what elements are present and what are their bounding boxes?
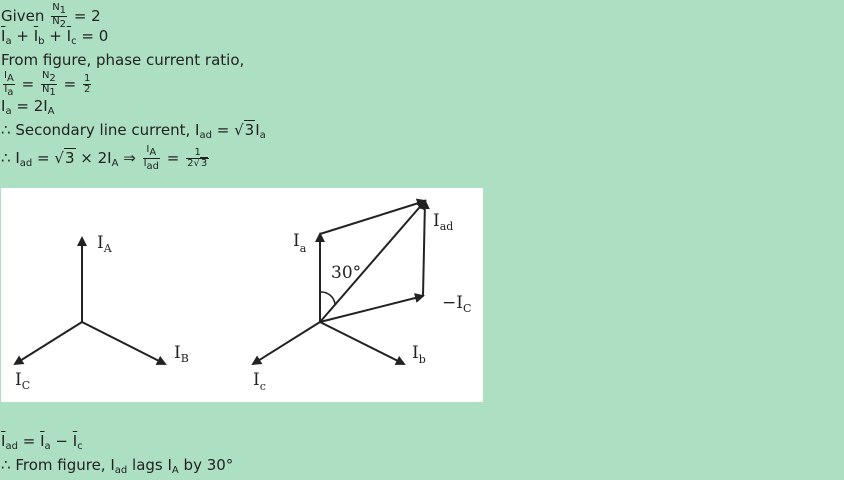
angle-arc (319, 291, 336, 305)
iad-vector-equation: Iad = Ia − Ic (1, 432, 83, 452)
phasor-IB (81, 321, 167, 365)
label-IA: IA (97, 233, 113, 255)
given-line: Given N1 N2 = 2 (1, 2, 101, 30)
label-Ib: Ib (412, 343, 426, 366)
phasor-IC (13, 321, 83, 366)
phase-ratio-text: From figure, phase current ratio, (1, 51, 245, 69)
label-IB: IB (174, 343, 189, 365)
label-IC: IC (15, 370, 30, 392)
phasor-Iad (319, 199, 427, 323)
label-minus-IC: −IC (442, 293, 471, 315)
phasor-svg: IA IB IC Ia Ib Ic Iad −IC 30° (13, 198, 471, 393)
turns-ratio-fraction: N1 N2 (51, 2, 68, 30)
phasor-Ib (319, 321, 406, 365)
iad-equation: ∴ Iad = √3 × 2IA ⇒ IA Iad = 1 2√3 (1, 144, 210, 172)
label-Ia: Ia (293, 231, 307, 255)
label-Iad: Iad (433, 211, 453, 233)
current-sum-line: Ia + Ib + Ic = 0 (1, 27, 109, 47)
ia-to-iad-line (319, 198, 427, 235)
ratio-equation: IA Ia = N2 N1 = 1 2 (3, 70, 92, 98)
secondary-line-current: ∴ Secondary line current, Iad = √3Ia (1, 120, 266, 141)
phasor-Ic (251, 321, 321, 366)
label-angle: 30° (331, 263, 361, 283)
minusic-to-iad-line (419, 199, 430, 297)
phasor-minus-IC (319, 293, 425, 323)
ia-equation: Ia = 2IA (1, 97, 55, 117)
lags-conclusion: ∴ From figure, Iad lags IA by 30° (1, 456, 234, 476)
phasor-diagram: IA IB IC Ia Ib Ic Iad −IC 30° (1, 188, 483, 402)
label-Ic: Ic (253, 370, 266, 393)
